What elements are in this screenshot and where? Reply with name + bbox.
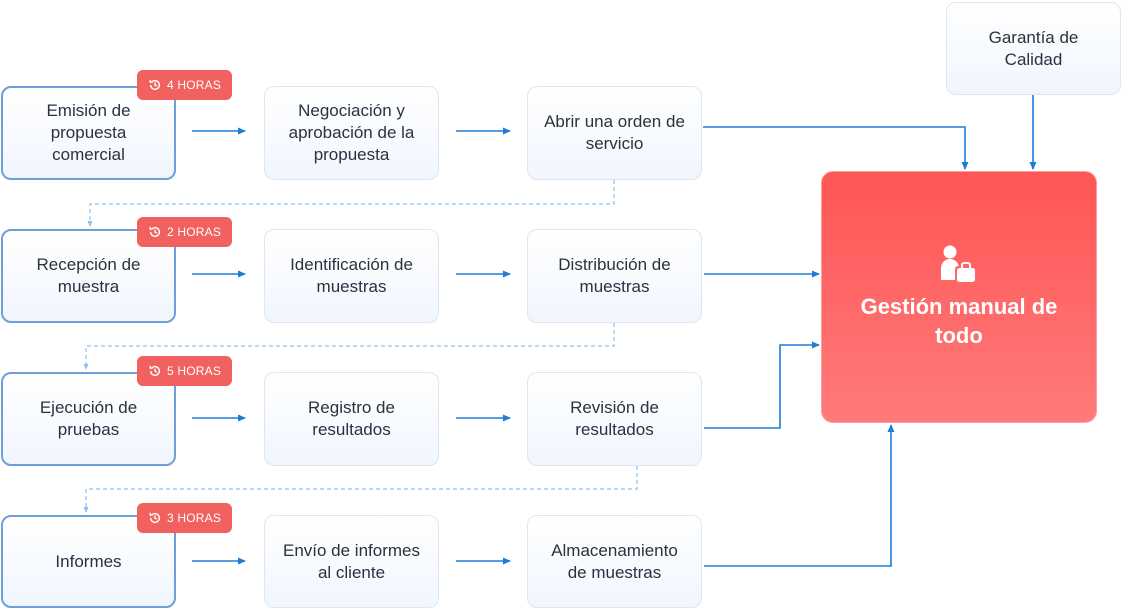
step-open-service-order: Abrir una orden de servicio — [527, 86, 702, 180]
person-briefcase-icon — [941, 245, 977, 284]
clock-history-icon — [149, 79, 161, 91]
step-send-reports: Envío de informes al cliente — [264, 515, 439, 608]
step-label: Registro de resultados — [308, 398, 395, 439]
step-label: Negociación y aprobación de la propuesta — [288, 101, 415, 164]
manual-management-box: Gestión manual de todo — [821, 171, 1097, 423]
clock-history-icon — [149, 512, 161, 524]
step-results-review: Revisión de resultados — [527, 372, 702, 466]
time-badge-label: 3 HORAS — [166, 511, 222, 525]
step-label: Abrir una orden de servicio — [544, 112, 685, 153]
step-sample-distribution: Distribución de muestras — [527, 229, 702, 323]
quality-assurance-label: Garantía de Calidad — [988, 27, 1079, 69]
main-box-title: Gestión manual de todo — [860, 294, 1058, 348]
step-sample-reception: Recepción de muestra — [1, 229, 176, 323]
step-label: Emisión de propuesta comercial — [46, 101, 131, 164]
time-badge-row-2: 2 HORAS — [137, 217, 232, 247]
step-label: Recepción de muestra — [36, 255, 141, 296]
step-sample-identification: Identificación de muestras — [264, 229, 439, 323]
time-badge-label: 5 HORAS — [166, 364, 222, 378]
time-badge-label: 2 HORAS — [166, 225, 222, 239]
dashed-link-2 — [83, 323, 615, 370]
step-label: Informes — [55, 551, 122, 571]
step-label: Revisión de resultados — [570, 398, 659, 439]
arrow-r1-to-main — [703, 126, 969, 170]
step-label: Almacenamiento de muestras — [551, 540, 678, 582]
time-badge-label: 4 HORAS — [166, 78, 222, 92]
step-label: Ejecución de pruebas — [39, 398, 138, 439]
step-results-registration: Registro de resultados — [264, 372, 439, 466]
clock-history-icon — [149, 365, 161, 377]
step-sample-storage: Almacenamiento de muestras — [527, 515, 702, 608]
quality-assurance-box: Garantía de Calidad — [946, 2, 1121, 95]
step-label: Envío de informes al cliente — [282, 540, 420, 582]
step-label: Distribución de muestras — [558, 255, 671, 296]
step-test-execution: Ejecución de pruebas — [1, 372, 176, 466]
time-badge-row-4: 3 HORAS — [137, 503, 232, 533]
arrow-r4-to-main — [704, 424, 895, 567]
step-label: Identificación de muestras — [290, 255, 413, 296]
step-negotiation: Negociación y aprobación de la propuesta — [264, 86, 439, 180]
time-badge-row-1: 4 HORAS — [137, 70, 232, 100]
arrow-r3-to-main — [704, 341, 820, 429]
time-badge-row-3: 5 HORAS — [137, 356, 232, 386]
step-proposal-emission: Emisión de propuesta comercial — [1, 86, 176, 180]
clock-history-icon — [149, 226, 161, 238]
